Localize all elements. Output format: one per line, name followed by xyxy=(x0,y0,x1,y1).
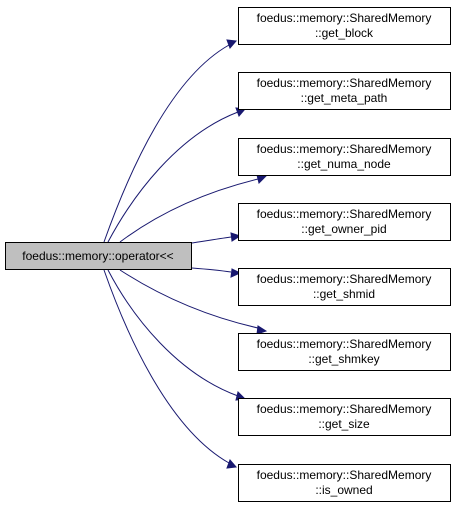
node-method-label: ::is_owned xyxy=(315,483,372,497)
node-class-label: foedus::memory::SharedMemory xyxy=(257,272,432,286)
node-class-label: foedus::memory::SharedMemory xyxy=(257,142,432,156)
target-node-get-shmkey[interactable]: foedus::memory::SharedMemory ::get_shmke… xyxy=(238,333,451,371)
edge-get-shmkey xyxy=(119,269,259,329)
node-class-label: foedus::memory::SharedMemory xyxy=(257,76,432,90)
edge-get-shmid-arrowhead xyxy=(230,268,242,278)
target-node-is-owned[interactable]: foedus::memory::SharedMemory ::is_owned xyxy=(238,464,451,502)
target-node-get-block[interactable]: foedus::memory::SharedMemory ::get_block xyxy=(238,7,451,45)
root-node-label: foedus::memory::operator<< xyxy=(22,249,173,263)
node-method-label: ::get_numa_node xyxy=(297,157,391,171)
edge-get-numa-node-arrowhead xyxy=(256,174,268,184)
target-node-get-size[interactable]: foedus::memory::SharedMemory ::get_size xyxy=(238,398,451,436)
node-class-label: foedus::memory::SharedMemory xyxy=(257,468,432,482)
target-node-get-shmid[interactable]: foedus::memory::SharedMemory ::get_shmid xyxy=(238,268,451,306)
node-method-label: ::get_block xyxy=(315,26,374,40)
node-method-label: ::get_meta_path xyxy=(301,91,388,105)
node-method-label: ::get_size xyxy=(318,417,370,431)
root-node-box xyxy=(5,242,192,270)
node-box xyxy=(238,138,451,176)
node-box xyxy=(238,333,451,371)
edge-get-numa-node xyxy=(119,178,259,243)
node-method-label: ::get_owner_pid xyxy=(301,222,386,236)
target-node-get-numa-node[interactable]: foedus::memory::SharedMemory ::get_numa_… xyxy=(238,138,451,176)
node-class-label: foedus::memory::SharedMemory xyxy=(257,11,432,25)
node-box xyxy=(238,268,451,306)
node-class-label: foedus::memory::SharedMemory xyxy=(257,337,432,351)
edge-is-owned xyxy=(103,269,230,464)
node-box xyxy=(238,7,451,45)
edge-get-meta-path xyxy=(107,111,239,243)
edge-get-shmid xyxy=(191,267,232,273)
node-box xyxy=(238,398,451,436)
node-class-label: foedus::memory::SharedMemory xyxy=(257,402,432,416)
node-box xyxy=(238,464,451,502)
edge-get-size xyxy=(107,269,239,397)
edge-get-shmkey-arrowhead xyxy=(256,325,268,335)
edge-get-block-arrowhead xyxy=(226,39,237,49)
edge-get-block xyxy=(103,44,230,243)
node-box xyxy=(238,72,451,110)
node-class-label: foedus::memory::SharedMemory xyxy=(257,207,432,221)
target-node-get-meta-path[interactable]: foedus::memory::SharedMemory ::get_meta_… xyxy=(238,72,451,110)
node-method-label: ::get_shmkey xyxy=(308,352,379,366)
node-method-label: ::get_shmid xyxy=(313,287,375,301)
node-box xyxy=(238,203,451,241)
edge-get-owner-pid xyxy=(191,236,232,244)
edge-is-owned-arrowhead xyxy=(226,459,237,469)
edge-get-owner-pid-arrowhead xyxy=(230,232,242,242)
target-node-get-owner-pid[interactable]: foedus::memory::SharedMemory ::get_owner… xyxy=(238,203,451,241)
root-node[interactable]: foedus::memory::operator<< xyxy=(5,242,192,270)
